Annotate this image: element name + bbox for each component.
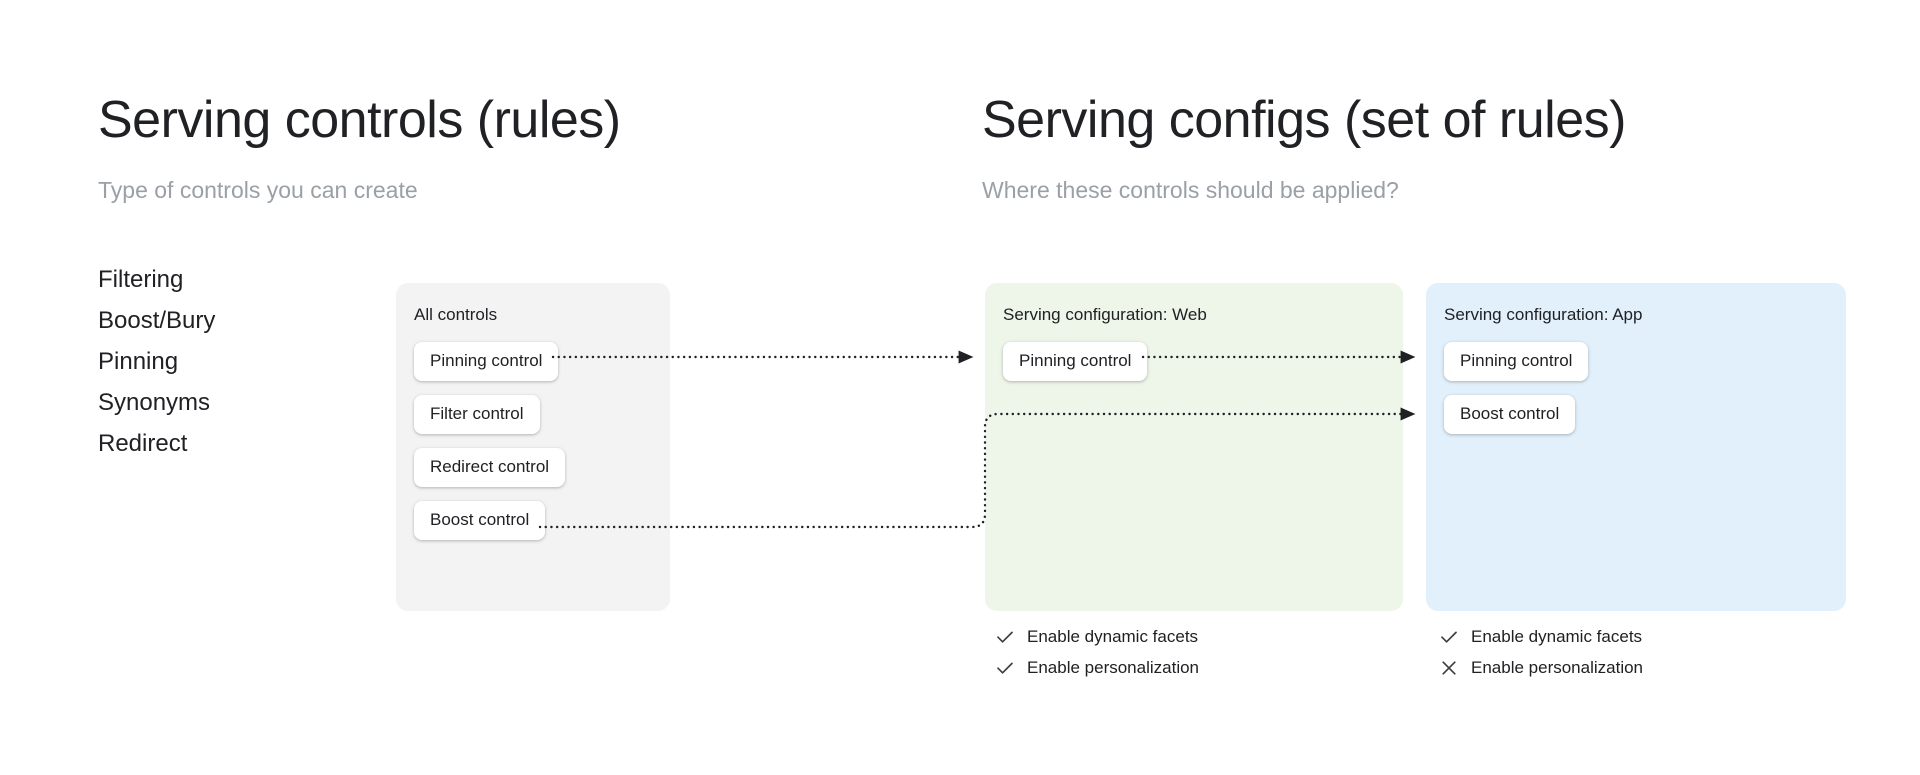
cross-icon: [1440, 659, 1458, 677]
card-all-controls: All controls Pinning control Filter cont…: [396, 283, 670, 611]
chip-filter-control[interactable]: Filter control: [414, 395, 540, 434]
option-row-enable-dynamic-facets[interactable]: Enable dynamic facets: [996, 627, 1199, 647]
right-section-subtitle: Where these controls should be applied?: [982, 177, 1399, 203]
control-type-item: Pinning: [98, 348, 179, 375]
card-serving-configuration-app-title: Serving configuration: App: [1444, 305, 1643, 324]
card-web-chip-list: Pinning control: [985, 342, 1403, 381]
option-label: Enable dynamic facets: [1027, 627, 1199, 646]
chip-boost-control[interactable]: Boost control: [1444, 395, 1576, 434]
card-all-controls-title: All controls: [414, 305, 498, 324]
option-row-enable-personalization[interactable]: Enable personalization: [1440, 658, 1643, 678]
card-serving-configuration-app: Serving configuration: App Pinning contr…: [1426, 283, 1846, 611]
control-type-list: Filtering Boost/Bury Pinning Synonyms Re…: [98, 264, 215, 460]
control-type-item: Synonyms: [98, 389, 211, 416]
chip-redirect-control[interactable]: Redirect control: [414, 448, 566, 487]
option-row-enable-dynamic-facets[interactable]: Enable dynamic facets: [1440, 627, 1643, 647]
chip-pinning-control[interactable]: Pinning control: [414, 342, 559, 381]
control-type-item: Boost/Bury: [98, 307, 216, 334]
web-options-list: Enable dynamic facets Enable personaliza…: [996, 627, 1199, 678]
right-section-title: Serving configs (set of rules): [982, 91, 1626, 149]
chip-pinning-control[interactable]: Pinning control: [1444, 342, 1589, 381]
option-label: Enable personalization: [1027, 658, 1200, 677]
option-label: Enable personalization: [1471, 658, 1644, 677]
check-icon: [996, 659, 1014, 677]
card-all-controls-chip-list: Pinning control Filter control Redirect …: [396, 342, 670, 540]
card-serving-configuration-web: Serving configuration: Web Pinning contr…: [985, 283, 1403, 611]
check-icon: [996, 628, 1014, 646]
left-section-title: Serving controls (rules): [98, 91, 621, 149]
control-type-item: Redirect: [98, 430, 188, 457]
option-label: Enable dynamic facets: [1471, 627, 1643, 646]
app-options-list: Enable dynamic facets Enable personaliza…: [1440, 627, 1643, 678]
card-serving-configuration-web-title: Serving configuration: Web: [1003, 305, 1207, 324]
left-section-subtitle: Type of controls you can create: [98, 177, 418, 203]
check-icon: [1440, 628, 1458, 646]
option-row-enable-personalization[interactable]: Enable personalization: [996, 658, 1199, 678]
control-type-item: Filtering: [98, 266, 184, 293]
card-app-chip-list: Pinning control Boost control: [1426, 342, 1846, 434]
chip-boost-control[interactable]: Boost control: [414, 501, 546, 540]
chip-pinning-control[interactable]: Pinning control: [1003, 342, 1148, 381]
